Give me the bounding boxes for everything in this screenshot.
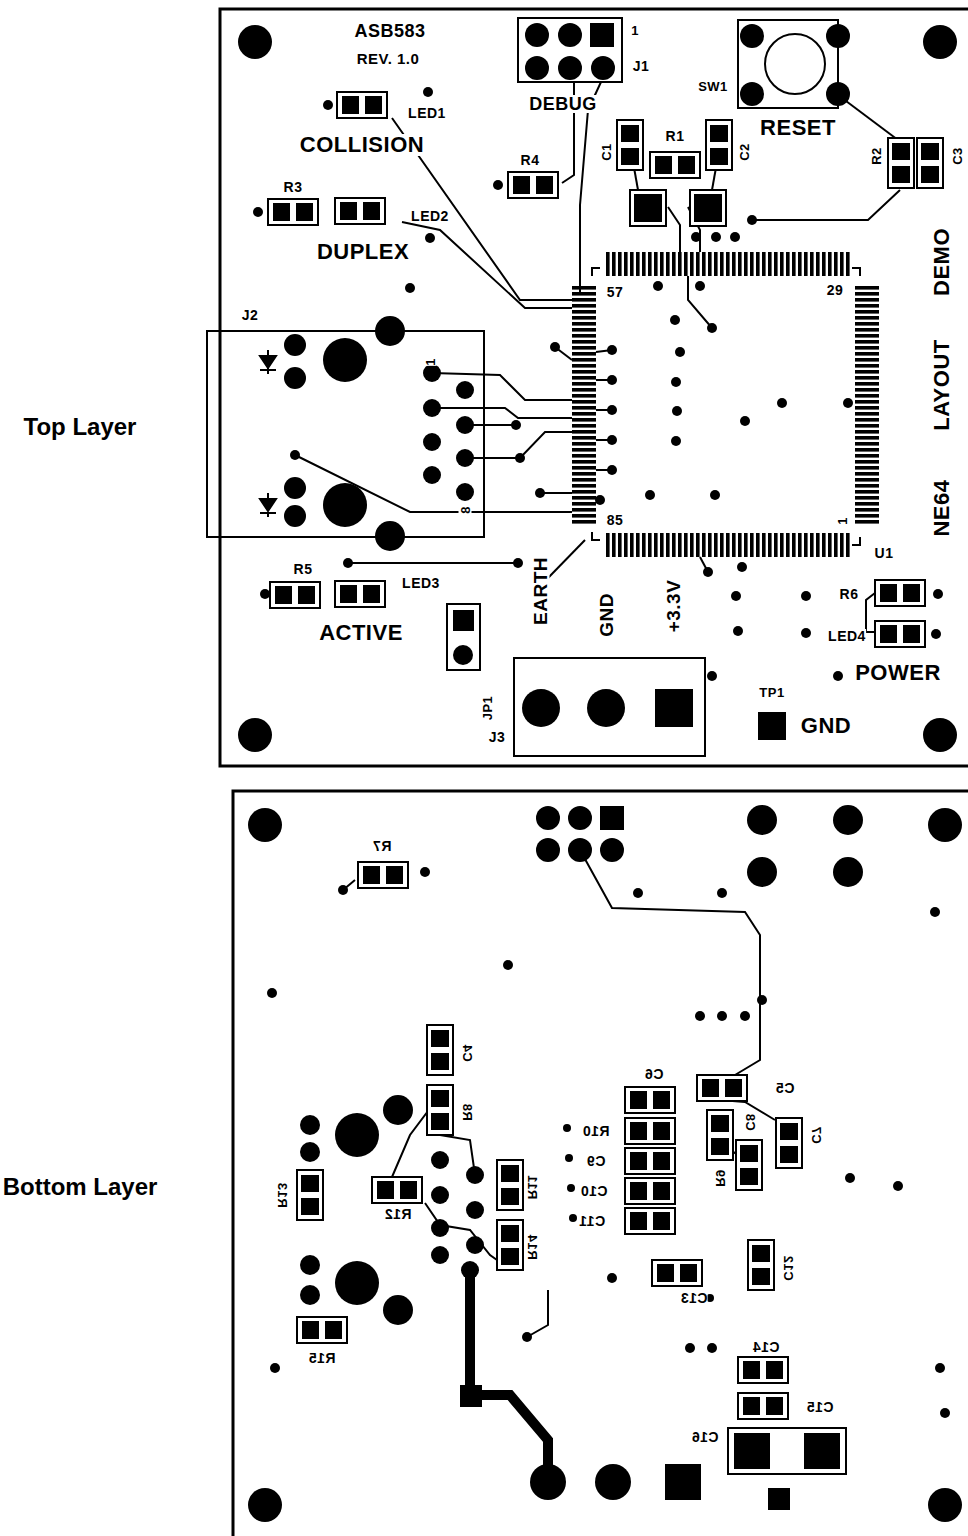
part-name: C7 bbox=[810, 1126, 823, 1144]
board-title: DEMO bbox=[931, 228, 953, 296]
layer-caption: Bottom Layer bbox=[3, 1175, 158, 1199]
part-name: R11 bbox=[526, 1175, 539, 1200]
connector-outline: J3 bbox=[513, 657, 706, 757]
part-name: R1 bbox=[666, 129, 685, 143]
part-name: R7 bbox=[373, 839, 392, 853]
part-name: R12 bbox=[384, 1207, 411, 1221]
function-label: COLLISION bbox=[300, 134, 424, 156]
part-name: LED1 bbox=[408, 106, 446, 120]
bottom-board bbox=[233, 791, 968, 1536]
part-name: C14 bbox=[752, 1340, 779, 1354]
part-name: R14 bbox=[526, 1234, 539, 1259]
bottom-components bbox=[297, 805, 863, 1510]
part-name: LED2 bbox=[411, 209, 449, 223]
part-name: LED4 bbox=[828, 629, 866, 643]
function-label: DUPLEX bbox=[317, 241, 409, 263]
part-name: R8 bbox=[461, 1103, 474, 1121]
part-name: R9 bbox=[714, 1169, 727, 1187]
part-name: JP1 bbox=[481, 696, 494, 721]
top-board bbox=[220, 9, 968, 766]
part-name: R4 bbox=[521, 153, 540, 167]
part-name: C10 bbox=[580, 1184, 607, 1198]
part-name: U1 bbox=[875, 546, 894, 560]
connector-name: DEBUG bbox=[529, 95, 597, 113]
part-name: J1 bbox=[633, 59, 650, 73]
function-label: POWER bbox=[855, 662, 941, 684]
part-name: R6 bbox=[840, 587, 859, 601]
part-name: C2 bbox=[738, 143, 751, 161]
function-label: ACTIVE bbox=[319, 622, 403, 644]
part-name: TP1 bbox=[759, 686, 784, 699]
pin-number: 29 bbox=[827, 283, 844, 297]
part-name: C1 bbox=[600, 143, 613, 161]
top-traces bbox=[295, 82, 900, 632]
board-name: ASB583 bbox=[354, 22, 425, 40]
part-name: C6 bbox=[645, 1067, 664, 1081]
power-label: EARTH bbox=[531, 557, 550, 625]
part-name: C8 bbox=[744, 1113, 757, 1131]
pin-number: 1 bbox=[424, 358, 437, 366]
pin-number: 57 bbox=[607, 285, 624, 299]
part-name: C16 bbox=[691, 1430, 718, 1444]
part-name: J3 bbox=[489, 730, 506, 744]
power-label: +3.3V bbox=[664, 580, 683, 633]
pin-number: 85 bbox=[607, 513, 624, 527]
pin-number: 8 bbox=[459, 506, 472, 514]
part-name: J2 bbox=[242, 308, 259, 322]
part-name: SW1 bbox=[698, 80, 728, 93]
pin-number: 1 bbox=[836, 517, 849, 525]
pin-number: 1 bbox=[631, 24, 639, 37]
part-name: R5 bbox=[294, 562, 313, 576]
part-name: R10 bbox=[582, 1124, 609, 1138]
part-name: C13 bbox=[680, 1291, 707, 1305]
function-label: RESET bbox=[760, 117, 836, 139]
layer-caption: Top Layer bbox=[24, 415, 137, 439]
part-name: C15 bbox=[806, 1400, 833, 1414]
part-name: C11 bbox=[579, 1214, 605, 1228]
part-name: C3 bbox=[951, 147, 964, 165]
board-title: NE64 bbox=[931, 479, 953, 536]
revision: REV. 1.0 bbox=[357, 51, 420, 66]
part-name: LED3 bbox=[402, 576, 440, 590]
part-name: C9 bbox=[587, 1154, 606, 1168]
top-components bbox=[260, 18, 943, 757]
part-name: C12 bbox=[782, 1255, 795, 1280]
power-label: GND bbox=[801, 715, 851, 737]
part-name: C4 bbox=[461, 1044, 474, 1062]
part-name: C5 bbox=[776, 1081, 795, 1095]
bottom-vias bbox=[267, 867, 950, 1418]
bottom-traces bbox=[343, 850, 775, 1470]
part-name: R2 bbox=[870, 147, 883, 165]
part-name: R15 bbox=[308, 1351, 335, 1365]
connector-outline: J218 bbox=[206, 330, 485, 538]
power-label: GND bbox=[597, 593, 616, 637]
part-name: R13 bbox=[276, 1182, 289, 1207]
top-vias bbox=[253, 87, 943, 681]
board-title: LAYOUT bbox=[931, 339, 953, 430]
part-name: R3 bbox=[284, 180, 303, 194]
